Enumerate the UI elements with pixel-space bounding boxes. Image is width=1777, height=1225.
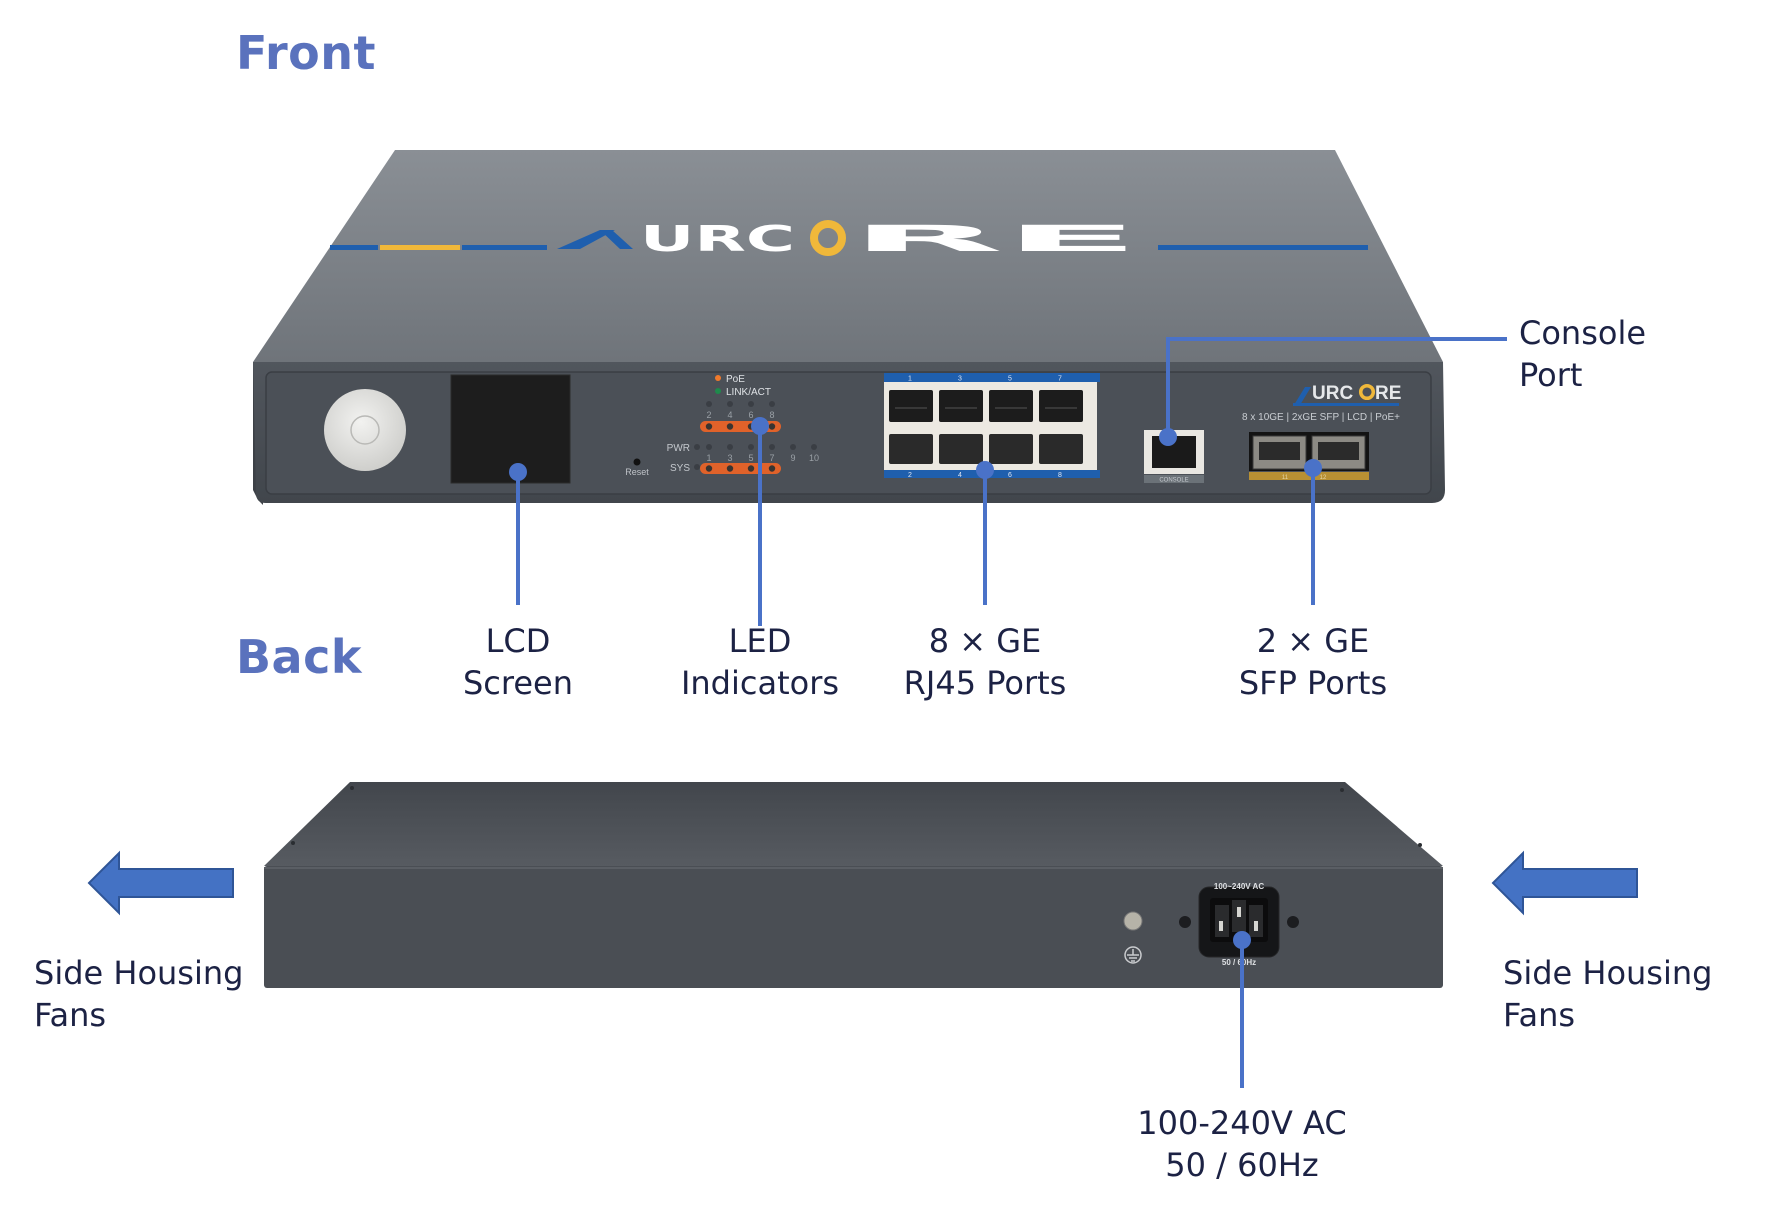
side-fans-left-callout: Side Housing Fans bbox=[34, 952, 243, 1036]
led-number: 6 bbox=[748, 410, 753, 420]
port-number: 1 bbox=[908, 376, 912, 383]
back-section-title: Back bbox=[236, 630, 362, 684]
rj45-callout-line2: RJ45 Ports bbox=[903, 664, 1067, 702]
airflow-arrow-left-icon bbox=[87, 850, 234, 916]
front-knob-button[interactable] bbox=[324, 389, 406, 471]
port-number: 2 bbox=[908, 472, 912, 479]
airflow-arrow-right-icon bbox=[1491, 850, 1638, 916]
ground-symbol-icon bbox=[1124, 946, 1142, 964]
fans-left-line1: Side Housing bbox=[34, 954, 244, 992]
front-device-top bbox=[253, 150, 1443, 362]
led-indicators-callout: LED Indicators bbox=[640, 620, 880, 704]
sys-label: SYS bbox=[670, 463, 690, 474]
port-number: 4 bbox=[958, 472, 962, 479]
led-number: 1 bbox=[706, 453, 711, 463]
rj45-port-4[interactable] bbox=[939, 434, 983, 464]
console-label: CONSOLE bbox=[1159, 478, 1188, 484]
rj45-port-8[interactable] bbox=[1039, 434, 1083, 464]
side-fans-right-callout: Side Housing Fans bbox=[1503, 952, 1712, 1036]
rj45-port-5[interactable] bbox=[989, 390, 1033, 422]
poe-legend-dot bbox=[715, 375, 721, 381]
front-section-title: Front bbox=[236, 26, 377, 80]
lcd-screen-callout: LCD Screen bbox=[418, 620, 618, 704]
power-callout: 100-240V AC 50 / 60Hz bbox=[1092, 1102, 1392, 1186]
led-number: 2 bbox=[706, 410, 711, 420]
lcd-callout-line2: Screen bbox=[462, 664, 573, 702]
led-callout-line2: Indicators bbox=[680, 664, 840, 702]
back-callout-line bbox=[1233, 931, 1251, 1088]
power-callout-line2: 50 / 60Hz bbox=[1165, 1146, 1319, 1184]
port-number: 3 bbox=[958, 376, 962, 383]
port-number: 7 bbox=[1058, 376, 1062, 383]
fans-left-line2: Fans bbox=[34, 996, 107, 1034]
lcd-screen bbox=[450, 374, 571, 484]
rj45-port-1[interactable] bbox=[889, 390, 933, 422]
port-number: 6 bbox=[1008, 472, 1012, 479]
sfp-number: 11 bbox=[1282, 475, 1289, 481]
back-device-top bbox=[264, 782, 1443, 866]
front-device: URC RE Reset PoE LINK/ACT 2 4 bbox=[253, 150, 1445, 505]
led-number: 9 bbox=[790, 453, 795, 463]
sfp-number: 12 bbox=[1320, 475, 1327, 481]
model-spec-text: 8 x 10GE | 2xGE SFP | LCD | PoE+ bbox=[1242, 412, 1400, 423]
lcd-callout-line1: LCD bbox=[485, 622, 551, 660]
rj45-port-2[interactable] bbox=[889, 434, 933, 464]
led-number: 7 bbox=[769, 453, 774, 463]
sfp-callout-line2: SFP Ports bbox=[1238, 664, 1388, 702]
rj45-port-3[interactable] bbox=[939, 390, 983, 422]
led-number: 10 bbox=[809, 453, 819, 463]
console-port[interactable]: CONSOLE bbox=[1144, 430, 1204, 484]
led-number: 8 bbox=[769, 410, 774, 420]
led-number: 3 bbox=[727, 453, 732, 463]
top-brand-logo: URC RE bbox=[330, 219, 1368, 260]
led-callout-line1: LED bbox=[728, 622, 792, 660]
top-brand-text: URC bbox=[640, 219, 795, 260]
power-callout-line1: 100-240V AC bbox=[1137, 1104, 1347, 1142]
pwr-label: PWR bbox=[667, 443, 690, 454]
sfp-callout-line1: 2 × GE bbox=[1256, 622, 1370, 660]
rj45-port-6[interactable] bbox=[989, 434, 1033, 464]
reset-label: Reset bbox=[625, 467, 649, 477]
ground-screw bbox=[1123, 911, 1143, 931]
led-legend: PoE LINK/ACT bbox=[715, 374, 771, 398]
console-port-callout: Console Port bbox=[1519, 312, 1646, 396]
console-callout-line2: Port bbox=[1519, 356, 1583, 394]
rj45-ports-callout: 8 × GE RJ45 Ports bbox=[865, 620, 1105, 704]
top-brand-text-end: RE bbox=[850, 219, 1140, 260]
console-callout-line1: Console bbox=[1519, 314, 1647, 352]
rj45-port-block: 1 3 5 7 2 4 6 8 bbox=[884, 373, 1100, 479]
front-callout-lines bbox=[509, 337, 1507, 626]
link-legend-label: LINK/ACT bbox=[726, 387, 771, 398]
sfp-ports-callout: 2 × GE SFP Ports bbox=[1193, 620, 1433, 704]
face-brand-text: URC bbox=[1312, 383, 1353, 404]
fans-right-line2: Fans bbox=[1503, 996, 1576, 1034]
power-frequency-label: 50 / 60Hz bbox=[1222, 958, 1256, 967]
port-number: 8 bbox=[1058, 472, 1062, 479]
back-device: 100~240V AC 50 / 60Hz bbox=[264, 782, 1443, 988]
rj45-callout-line1: 8 × GE bbox=[928, 622, 1042, 660]
back-device-face bbox=[264, 866, 1443, 988]
face-brand-text-end: RE bbox=[1375, 383, 1401, 404]
port-number: 5 bbox=[1008, 376, 1012, 383]
power-rating-label: 100~240V AC bbox=[1214, 882, 1264, 891]
led-number: 5 bbox=[748, 453, 753, 463]
reset-button[interactable] bbox=[633, 458, 641, 466]
face-brand-logo: URC RE 8 x 10GE | 2xGE SFP | LCD | PoE+ bbox=[1242, 383, 1401, 423]
poe-legend-label: PoE bbox=[726, 374, 745, 385]
led-number: 4 bbox=[727, 410, 732, 420]
link-legend-dot bbox=[715, 388, 721, 394]
power-inlet[interactable] bbox=[1179, 886, 1299, 958]
rj45-port-7[interactable] bbox=[1039, 390, 1083, 422]
fans-right-line1: Side Housing bbox=[1503, 954, 1713, 992]
